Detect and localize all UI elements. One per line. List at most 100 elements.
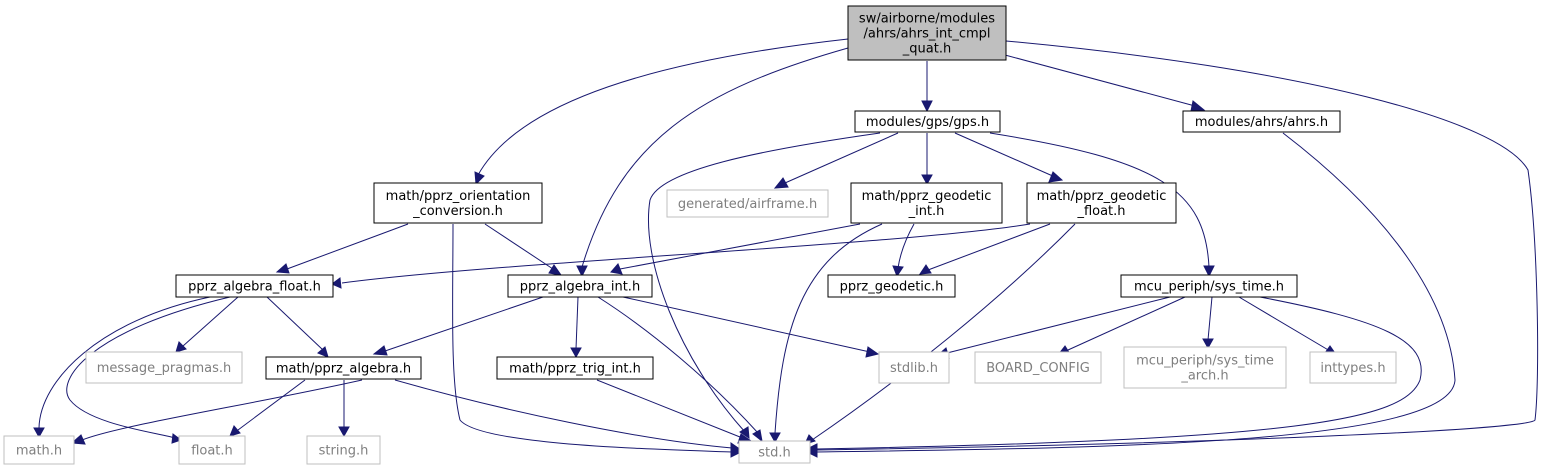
edge-algint-alg: [372, 296, 544, 356]
node-box: [265, 356, 422, 380]
node-box: [1120, 274, 1298, 298]
node-systimearch: mcu_periph/sys_time_arch.h: [1123, 346, 1287, 389]
node-stdlib: stdlib.h: [878, 351, 950, 384]
edge-line: [581, 47, 849, 268]
edge-gps-geofloat: [954, 132, 1064, 183]
node-box: [373, 182, 543, 224]
edge-algfloat-alg: [266, 296, 329, 358]
node-label: math/pprz_geodetic: [862, 189, 992, 204]
edge-line: [384, 296, 544, 352]
node-label: math.h: [16, 444, 62, 459]
edge-line: [452, 223, 733, 453]
node-gps[interactable]: modules/gps/gps.h: [854, 110, 1001, 133]
edge-line: [575, 296, 579, 350]
edge-alg-string: [338, 380, 350, 438]
node-label: float.h: [191, 444, 233, 459]
node-systime[interactable]: mcu_periph/sys_time.h: [1120, 274, 1298, 298]
edge-root-ahrs: [1004, 54, 1206, 112]
edge-line: [622, 296, 871, 353]
arrowhead-icon: [773, 177, 789, 189]
node-box: [1026, 182, 1177, 224]
node-label: modules/ahrs/ahrs.h: [1195, 115, 1328, 130]
node-label: _int.h: [908, 204, 945, 219]
edge-line: [774, 223, 883, 434]
arrowhead-icon: [921, 100, 933, 113]
node-label: _arch.h: [1180, 369, 1228, 384]
edge-algint-trig: [570, 296, 582, 359]
edge-line: [1004, 54, 1196, 107]
edge-gps-airframe: [773, 132, 899, 189]
node-label: mcu_periph/sys_time.h: [1134, 280, 1284, 295]
edge-line: [815, 296, 1422, 450]
edge-line: [596, 379, 746, 440]
nodes-layer: sw/airborne/modules/ahrs/ahrs_int_cmpl_q…: [3, 5, 1397, 465]
node-root[interactable]: sw/airborne/modules/ahrs/ahrs_int_cmpl_q…: [847, 5, 1007, 61]
arrowhead-icon: [548, 264, 563, 276]
node-label: stdlib.h: [890, 361, 938, 376]
node-box: [854, 110, 1001, 133]
node-box: [827, 274, 956, 298]
edge-orient-std: [452, 223, 743, 458]
node-box: [738, 440, 811, 464]
edge-line: [784, 132, 899, 184]
edge-systime-std: [805, 296, 1422, 455]
edge-gps-std: [648, 132, 881, 439]
node-box: [3, 435, 75, 465]
arrowhead-icon: [317, 346, 329, 358]
node-alg[interactable]: math/pprz_algebra.h: [265, 356, 422, 380]
node-geoint[interactable]: math/pprz_geodetic_int.h: [850, 182, 1003, 224]
arrowhead-icon: [474, 171, 485, 186]
edge-line: [341, 223, 1031, 284]
edge-line: [811, 223, 1076, 441]
node-label: modules/gps/gps.h: [866, 115, 989, 130]
node-algfloat[interactable]: pprz_algebra_float.h: [175, 274, 334, 298]
node-box: [306, 435, 381, 465]
node-label: math/pprz_orientation: [386, 189, 531, 204]
node-trig[interactable]: math/pprz_trig_int.h: [496, 356, 654, 380]
node-label: _conversion.h: [412, 204, 503, 219]
node-geodetic[interactable]: pprz_geodetic.h: [827, 274, 956, 298]
edge-gps-systime: [989, 132, 1215, 278]
edge-algfloat-math: [33, 296, 211, 439]
edge-line: [1238, 296, 1331, 352]
node-geofloat[interactable]: math/pprz_geodetic_float.h: [1026, 182, 1177, 224]
node-msgpragmas: message_pragmas.h: [85, 351, 243, 384]
node-label: BOARD_CONFIG: [986, 361, 1090, 376]
edge-line: [182, 296, 239, 347]
edge-line: [597, 296, 759, 434]
edge-line: [237, 379, 306, 431]
node-label: pprz_geodetic.h: [840, 280, 944, 295]
node-box: [666, 189, 829, 218]
edge-root-std: [805, 40, 1539, 456]
node-label: pprz_algebra_float.h: [188, 280, 321, 295]
edge-systime-board: [1056, 296, 1186, 356]
edge-line: [477, 38, 849, 176]
edge-alg-float: [229, 379, 306, 437]
edge-line: [1067, 296, 1186, 351]
node-label: _float.h: [1076, 204, 1125, 219]
node-box: [496, 356, 654, 380]
node-inttypes: inttypes.h: [1309, 351, 1397, 384]
node-box: [175, 274, 334, 298]
node-orient[interactable]: math/pprz_orientation_conversion.h: [373, 182, 543, 224]
arrowhead-icon: [570, 347, 582, 359]
arrowhead-icon: [1202, 338, 1214, 350]
node-label: sw/airborne/modules: [859, 12, 995, 27]
node-float: float.h: [178, 435, 246, 465]
edge-orient-algint: [484, 223, 563, 276]
arrowhead-icon: [921, 174, 933, 186]
arrowhead-icon: [175, 341, 187, 353]
edge-geoint-geodetic: [892, 223, 915, 278]
node-box: [847, 5, 1007, 61]
edge-line: [954, 132, 1056, 178]
arrowhead-icon: [610, 263, 623, 275]
node-algint[interactable]: pprz_algebra_int.h: [507, 274, 653, 298]
edge-algint-std: [597, 296, 763, 443]
arrowhead-icon: [892, 265, 904, 278]
edge-line: [897, 223, 915, 269]
node-ahrs[interactable]: modules/ahrs/ahrs.h: [1182, 110, 1341, 133]
node-label: message_pragmas.h: [97, 361, 232, 376]
node-std: std.h: [738, 440, 811, 464]
edge-line: [815, 132, 1456, 453]
